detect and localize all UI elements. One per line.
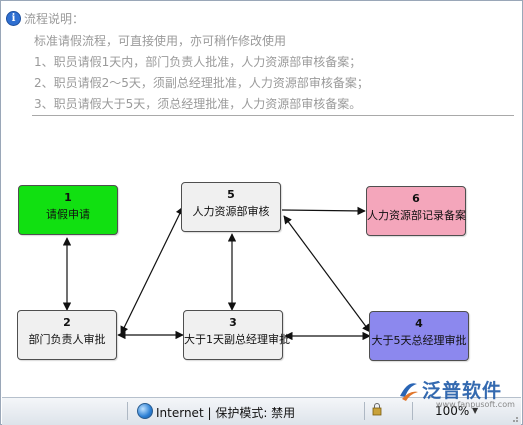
status-separator — [364, 402, 365, 420]
flow-node-3[interactable]: 3 大于1天副总经理审批 — [183, 310, 290, 360]
node-number: 6 — [412, 192, 420, 205]
divider — [32, 115, 514, 116]
notice-line: 2、职员请假2～5天，须副总经理批准，人力资源部审核备案； — [34, 76, 369, 90]
status-separator — [412, 402, 413, 420]
security-zone-text[interactable]: Internet | 保护模式: 禁用 — [156, 406, 296, 420]
node-label: 人力资源部审核 — [192, 205, 270, 218]
arrow-5-6 — [281, 206, 366, 216]
node-number: 2 — [63, 316, 71, 329]
fanpu-logo-icon — [400, 383, 418, 401]
chevron-down-icon[interactable]: ▼ — [472, 406, 479, 415]
flow-node-1[interactable]: 1 请假申请 — [18, 185, 118, 235]
flow-node-6[interactable]: 6 人力资源部记录备案 — [366, 186, 466, 236]
notice-line: 标准请假流程，可直接使用，亦可稍作修改使用 — [34, 34, 287, 48]
node-number: 1 — [64, 191, 72, 204]
flow-node-2[interactable]: 2 部门负责人审批 — [17, 310, 117, 360]
status-bar: Internet | 保护模式: 禁用 100% ▼ — [2, 397, 521, 425]
globe-icon — [137, 403, 153, 419]
notice-line: 1、职员请假1天内，部门负责人批准，人力资源部审核备案； — [34, 55, 362, 69]
node-label: 部门负责人审批 — [28, 333, 106, 346]
node-number: 4 — [415, 317, 423, 330]
notice-line: 3、职员请假大于5天，须总经理批准，人力资源部审核备案。 — [34, 97, 362, 111]
info-icon: i — [6, 11, 21, 26]
watermark-logo: 泛普软件 www.fanpusoft.com — [396, 376, 521, 409]
watermark-text: 泛普软件 — [422, 380, 503, 402]
flow-arrows — [62, 206, 371, 341]
node-label: 大于1天副总经理审批 — [184, 333, 290, 346]
zoom-level[interactable]: 100% — [435, 404, 470, 418]
node-number: 5 — [227, 188, 235, 201]
node-label: 人力资源部记录备案 — [367, 209, 466, 222]
resize-grip-icon[interactable] — [509, 413, 519, 423]
flow-node-5[interactable]: 5 人力资源部审核 — [181, 182, 281, 232]
page-content: i 流程说明： 标准请假流程，可直接使用，亦可稍作修改使用 1、职员请假1天内，… — [2, 2, 521, 397]
arrow-5-4 — [283, 215, 371, 333]
gear-lock-icon[interactable] — [372, 403, 382, 416]
notice-title: 流程说明： — [24, 12, 85, 26]
node-label: 大于5天总经理审批 — [371, 334, 467, 347]
status-separator — [127, 402, 128, 420]
arrow-2-5 — [120, 206, 184, 335]
flow-node-4[interactable]: 4 大于5天总经理审批 — [369, 311, 469, 361]
node-label: 请假申请 — [46, 208, 90, 221]
node-number: 3 — [229, 316, 237, 329]
watermark-subtext: www.fanpusoft.com — [436, 400, 515, 409]
